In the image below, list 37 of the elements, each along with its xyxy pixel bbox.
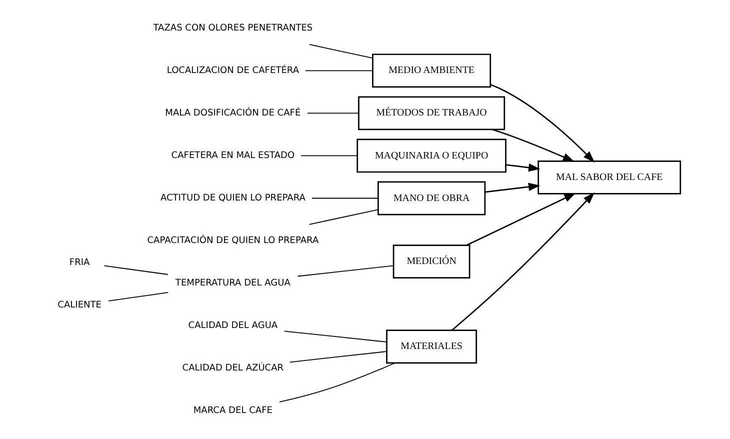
arrow [484, 182, 540, 193]
node-text: CALIENTE [57, 300, 102, 310]
node-text: MARCA DEL CAFE [192, 406, 272, 416]
connector [289, 351, 387, 363]
node-text: ACTITUD DE QUIEN LO PREPARA [160, 194, 305, 204]
arrow [466, 192, 576, 246]
connector [283, 330, 387, 342]
node-text: CAPACITACIÓN DE QUIEN LO PREPARA [146, 236, 318, 246]
arrow [451, 192, 594, 331]
connector [296, 265, 394, 277]
arrow [505, 164, 540, 172]
arrow [490, 84, 594, 163]
node-box: MEDIO AMBIENTE [372, 54, 491, 88]
node-text: LOCALIZACION DE CAFETÉRA [166, 66, 299, 76]
connector [308, 209, 378, 225]
node-box: MÉTODOS DE TRABAJO [358, 96, 505, 130]
node-box: MAQUINARIA O EQUIPO [356, 138, 506, 173]
node-box: MEDICIÓN [392, 244, 470, 279]
node-text: CAFETERA EN MAL ESTADO [170, 150, 294, 161]
node-text: FRIA [68, 258, 90, 268]
node-text: CALIDAD DEL AZÚCAR [182, 364, 284, 374]
arrow [492, 128, 574, 162]
connector [308, 44, 372, 59]
node-text: CALIDAD DEL AGUA [188, 321, 278, 332]
node-box: MATERIALES [386, 330, 477, 364]
connector [300, 155, 357, 156]
connector [306, 112, 358, 114]
connector [304, 70, 373, 72]
node-text: TAZAS CON OLORES PENETRANTES [152, 23, 312, 34]
connector [278, 362, 395, 402]
node-text: TEMPERATURA DEL AGUA [174, 278, 290, 289]
node-text: MALA DOSIFICACIÓN DE CAFÉ [164, 108, 300, 118]
connector [108, 292, 168, 302]
node-box: MANO DE OBRA [377, 181, 486, 216]
connector [103, 265, 168, 275]
connector [310, 198, 378, 199]
node-box: MAL SABOR DEL CAFE [537, 160, 681, 194]
